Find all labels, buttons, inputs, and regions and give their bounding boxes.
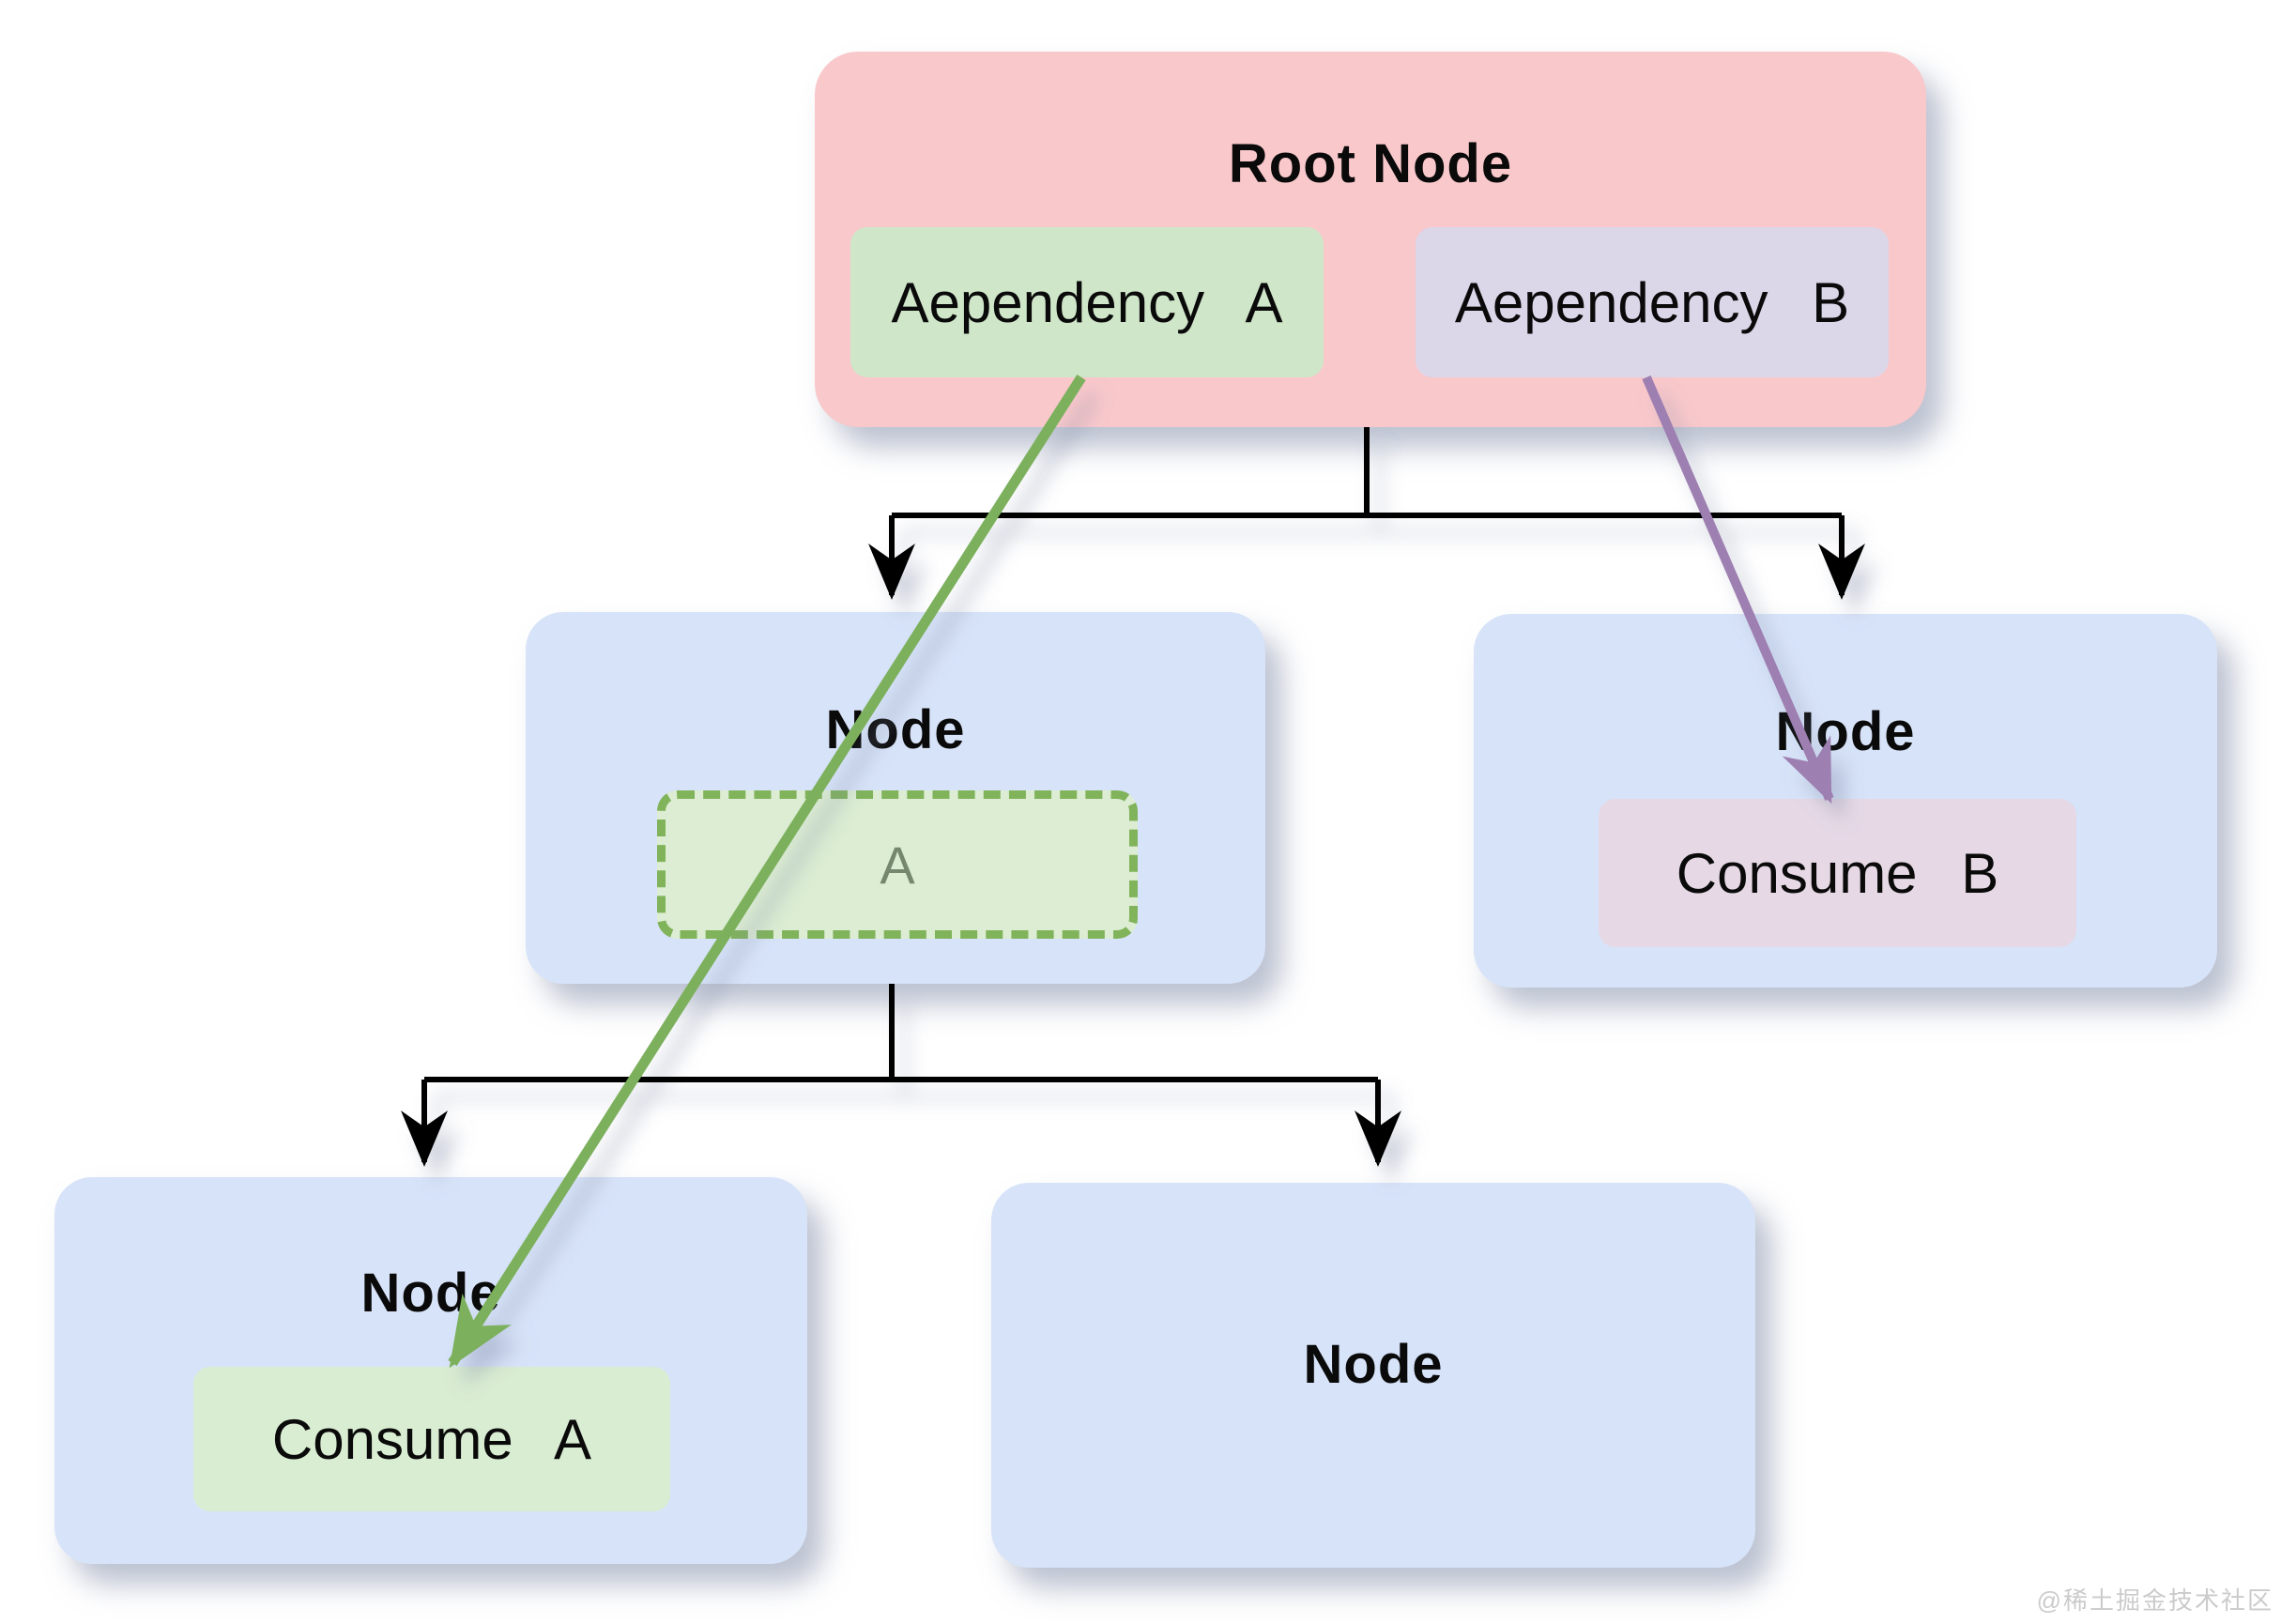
consume-b-chip: Consume B [1599,799,2076,947]
mid-left-node-title: Node [825,699,966,760]
mid-left-node: Node A [526,612,1265,984]
consume-a-chip: Consume A [193,1367,670,1511]
watermark: @稀土掘金技术社区 [2036,1586,2273,1615]
bottom-mid-node: Node [991,1183,1755,1568]
bottom-left-node: Node Consume A [54,1177,807,1564]
root-node-title: Root Node [1228,133,1513,194]
mid-right-node-title: Node [1775,701,1916,762]
bottom-mid-node-title: Node [1303,1334,1444,1395]
dependency-a-chip: Aependency A [850,227,1324,377]
dependency-b-chip: Aependency B [1416,227,1889,377]
mid-right-node: Node Consume B [1474,614,2217,988]
root-node: Root Node Aependency A Aependency B [815,52,1926,427]
dependency-a-slot: A [657,790,1138,939]
bottom-left-node-title: Node [360,1263,501,1324]
